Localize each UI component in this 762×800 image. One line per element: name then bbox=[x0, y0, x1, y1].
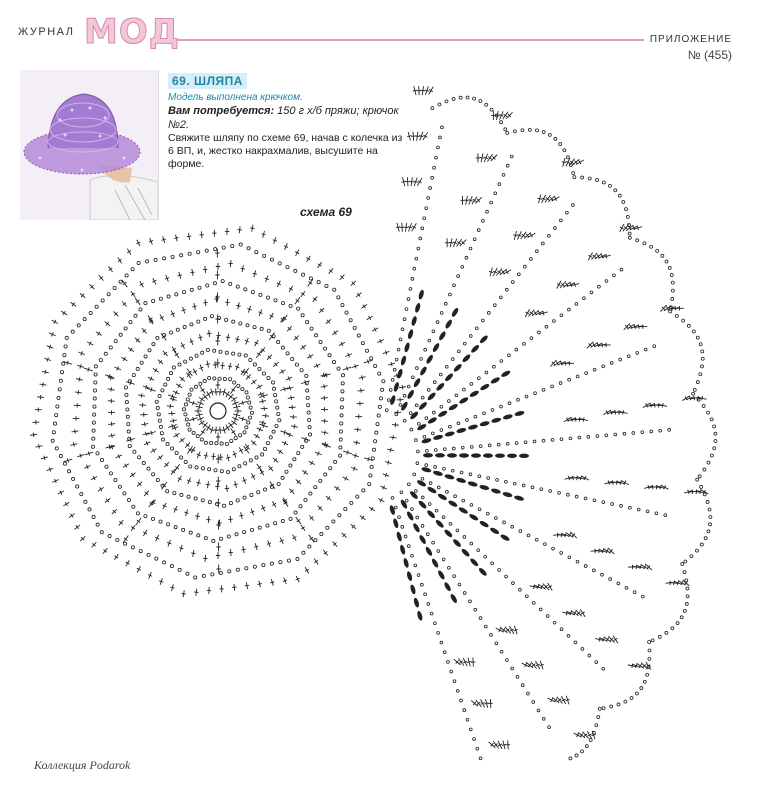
header-divider bbox=[158, 39, 728, 41]
diagram-label: схема 69 bbox=[300, 205, 352, 219]
pattern-info: 69. ШЛЯПА Модель выполнена крючком. Вам … bbox=[168, 72, 418, 171]
collection-credit: Коллекция Podarok bbox=[34, 758, 131, 772]
hat-photo-image bbox=[20, 70, 158, 220]
magazine-logo: МОД bbox=[83, 12, 181, 53]
materials-text: 150 г х/б пряжи; крючок №2. bbox=[168, 105, 399, 131]
materials-label: Вам потребуется: bbox=[168, 105, 275, 117]
magazine-name-small: ЖУРНАЛ bbox=[18, 26, 75, 38]
materials-line: Вам потребуется: 150 г х/б пряжи; крючок… bbox=[168, 104, 418, 132]
issue-number: № (455) bbox=[687, 48, 732, 62]
technique-note: Модель выполнена крючком. bbox=[168, 92, 303, 103]
brim-chart bbox=[384, 86, 718, 761]
crown-chart bbox=[30, 224, 406, 598]
page-header: ЖУРНАЛ МОД ПРИЛОЖЕНИЕ № (455) bbox=[0, 0, 762, 70]
instructions-text: Свяжите шляпу по схеме 69, начав с колеч… bbox=[168, 132, 403, 170]
pattern-title: 69. ШЛЯПА bbox=[168, 73, 247, 89]
supplement-label: ПРИЛОЖЕНИЕ bbox=[643, 34, 732, 45]
hat-photo bbox=[20, 70, 159, 220]
